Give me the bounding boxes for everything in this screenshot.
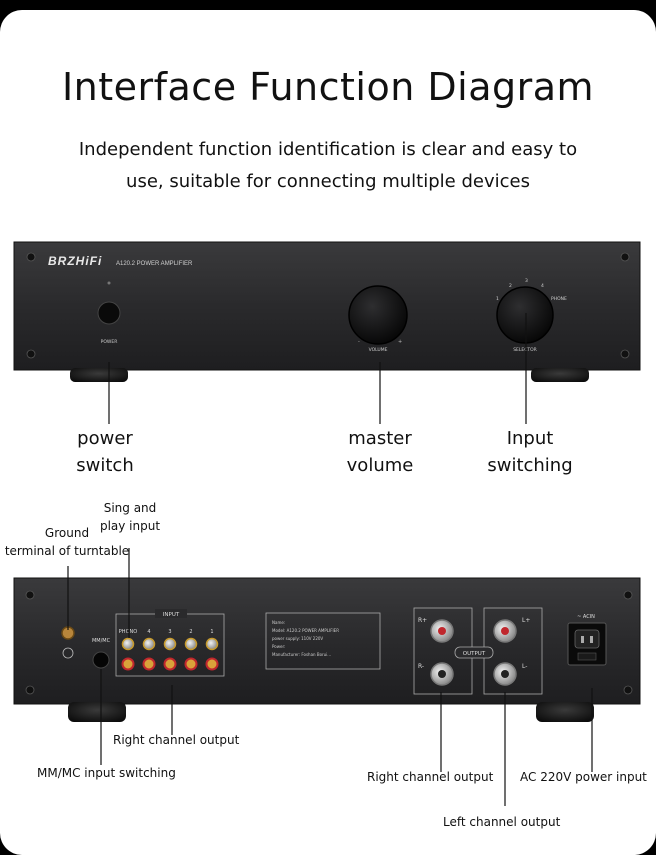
left-channel-output-callout: Left channel output [443,815,561,829]
right-channel-output-callout: Right channel output [367,770,494,784]
nameplate-text: Name: Model: A120.2 POWER AMPLIFIER powe… [272,620,339,657]
model-text: A120.2 POWER AMPLIFIER [116,261,193,267]
front-callout-lines [108,313,527,424]
ac-socket [574,629,600,649]
power-button[interactable] [97,301,121,325]
svg-text:3: 3 [168,629,171,635]
rear-feet [68,702,594,722]
brand-logo: BRZHiFi [48,254,102,268]
ac-power-callout: AC 220V power input [520,770,647,784]
svg-text:4: 4 [541,283,544,289]
svg-text:PHONE: PHONE [551,296,567,302]
volume-label: VOLUME [369,347,388,353]
nameplate [265,612,381,670]
svg-text:R-: R- [418,663,424,670]
input-labels: PHONO 4 3 2 1 [119,629,214,635]
rca-row-left [121,637,219,651]
diagram-card: Interface Function Diagram Independent f… [0,10,656,855]
power-led [107,281,111,285]
input-header: INPUT [163,612,180,618]
rca-row-right [121,657,219,671]
svg-text:L+: L+ [522,617,530,624]
output-badge [454,646,494,659]
page-subtitle: Independent function identification is c… [78,139,578,192]
svg-text:L-: L- [522,663,527,670]
front-screws [26,252,630,359]
volume-knob[interactable] [348,285,408,345]
svg-text:1: 1 [496,296,499,302]
fuse-drawer [577,652,597,661]
svg-text:Power:: Power: [272,644,285,649]
rear-callout-lines [67,548,593,806]
speaker-terminals [430,619,517,686]
mm-mc-label: MM/MC [92,638,111,644]
page-title: Interface Function Diagram [61,65,595,109]
input-header-bg [155,609,187,618]
selector-knob[interactable] [496,286,554,344]
amplifier-diagram: BRZHiFi A120.2 POWER AMPLIFIER POWER - +… [13,241,641,806]
svg-text:Model: A120.2 POWER AMPLIFIER: Model: A120.2 POWER AMPLIFIER [272,628,339,633]
svg-text:PHONO: PHONO [119,629,137,635]
selector-marks: 1 2 3 4 PHONE [496,278,567,302]
front-feet [70,368,589,382]
ground-symbol [62,647,74,659]
volume-max-mark: + [398,339,402,345]
ac-label: ~ ACIN [577,614,595,620]
svg-text:3: 3 [525,278,528,284]
svg-text:Manufacturer: Foshan Borui...: Manufacturer: Foshan Borui... [272,652,331,657]
volume-min-mark: - [358,339,360,345]
power-label: POWER [101,339,118,345]
rear-screws [25,590,633,695]
mm-mc-callout: MM/MC input switching [37,766,176,780]
front-panel: BRZHiFi A120.2 POWER AMPLIFIER POWER - +… [13,241,641,382]
svg-text:4: 4 [147,629,150,635]
output-label: OUTPUT [463,651,486,657]
svg-text:2: 2 [509,283,512,289]
mm-mc-switch[interactable] [92,651,110,669]
svg-text:2: 2 [189,629,192,635]
svg-text:1: 1 [210,629,213,635]
rear-panel: MM/MC INPUT PHONO 4 3 2 1 [13,577,641,722]
terminal-labels: R+ R- L+ L- [418,617,530,670]
svg-text:R+: R+ [418,617,427,624]
svg-text:Name:: Name: [272,620,285,625]
selector-label: SELECTOR [513,347,537,353]
svg-text:power supply: 110V 220V: power supply: 110V 220V [272,636,323,641]
right-channel-input-callout: Right channel output [113,733,240,747]
